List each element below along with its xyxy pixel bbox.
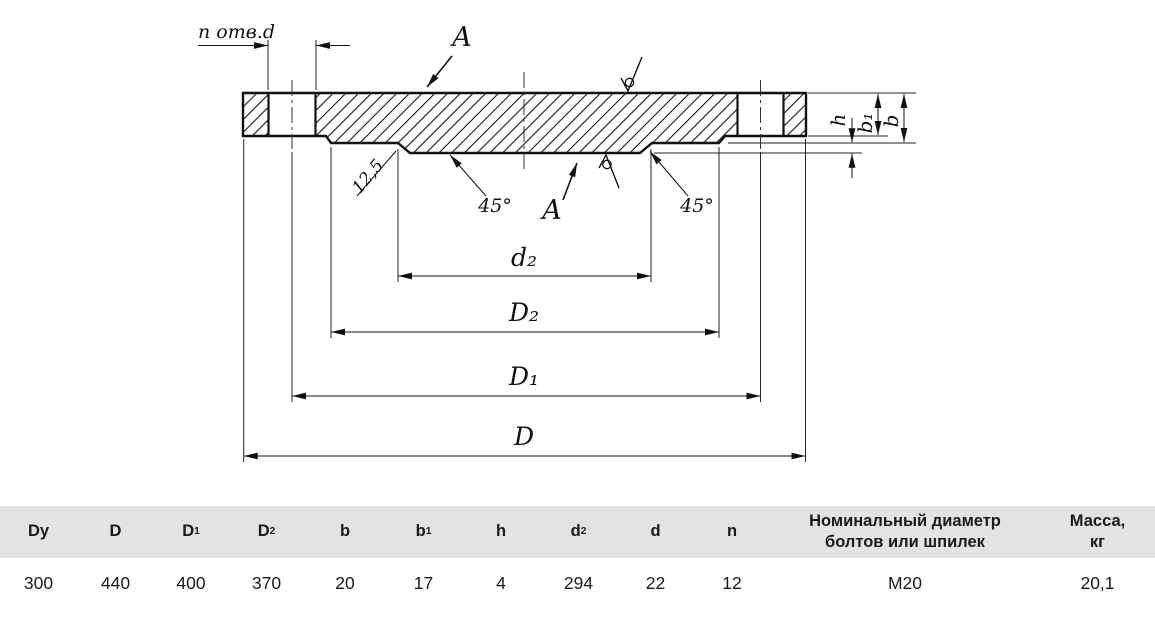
section-arrow-bottom	[562, 162, 578, 201]
table-value-cell-3: 370	[251, 572, 282, 593]
roughness-circle-bottom	[602, 159, 612, 170]
table-value-cell-9: 12	[722, 572, 742, 593]
table-value-row: 300 440 400 370 20 17 4 294 22 12 M20 20,1	[0, 558, 1155, 608]
flange-section-svg: n отв.d A A 12,5 45° 45° d₂ D₂ D₁ D h b₁…	[198, 21, 916, 462]
dim-label-b: b	[879, 115, 903, 128]
table-header-cell-10: Номинальный диаметр болтов или шпилек	[809, 511, 1001, 551]
table-value-cell-2: 400	[176, 572, 206, 593]
drawing-labels: n отв.d A A 12,5 45° 45° d₂ D₂ D₁ D h b₁…	[198, 21, 903, 451]
roughness-symbols	[598, 56, 643, 189]
flange-body	[241, 91, 808, 155]
flange-hatch-fill	[243, 93, 806, 153]
table-header-cell-1: D	[109, 522, 122, 541]
dim-label-D: D	[513, 422, 534, 451]
roughness-value-label: 12,5	[348, 156, 388, 198]
chamfer-leader-right	[649, 151, 689, 197]
section-arrow-top	[426, 55, 453, 88]
table-value-cell-4: 20	[335, 572, 355, 593]
dim-label-b1: b₁	[853, 113, 877, 134]
chamfer-leader-left	[449, 154, 487, 197]
dim-label-D2: D₂	[508, 298, 539, 327]
centerlines	[291, 72, 761, 170]
flange-drawing: n отв.d A A 12,5 45° 45° d₂ D₂ D₁ D h b₁…	[198, 21, 916, 462]
roughness-icon-top	[620, 56, 643, 93]
table-value-cell-1: 440	[100, 572, 131, 593]
table-value-cell-11: 20,1	[1080, 572, 1115, 593]
dimension-lines	[198, 42, 908, 460]
section-label-top: A	[449, 22, 472, 53]
chamfer-angle-left-label: 45°	[477, 195, 512, 217]
table-header-cell-8: d	[650, 522, 661, 541]
roughness-icon-bottom	[598, 153, 620, 189]
dim-label-h: h	[826, 114, 850, 127]
roughness-leader	[356, 150, 397, 197]
table-header-cell-9: n	[726, 522, 738, 541]
table-header-cell-6: h	[495, 522, 507, 541]
table-value-cell-5: 17	[413, 572, 434, 593]
table-header-cell-0: Dy	[27, 522, 50, 541]
table-header-cell-11: Масса, кг	[1069, 511, 1126, 551]
table-header-cell-4: b	[339, 522, 351, 541]
chamfer-angle-right-label: 45°	[679, 195, 714, 217]
dim-label-d2: d₂	[511, 243, 537, 272]
table-value-cell-8: 22	[645, 572, 666, 593]
table-value-cell-10: M20	[887, 572, 923, 593]
table-value-cell-0: 300	[23, 572, 54, 593]
table-value-cell-6: 4	[496, 572, 506, 593]
section-label-bottom: A	[539, 195, 562, 226]
flange-outline	[241, 91, 808, 155]
dim-label-D1: D₁	[508, 362, 539, 391]
leader-lines	[356, 55, 689, 201]
table-value-cell-7: 294	[563, 572, 594, 593]
roughness-circle-top	[624, 77, 635, 88]
holes-note-label: n отв.d	[198, 21, 275, 43]
